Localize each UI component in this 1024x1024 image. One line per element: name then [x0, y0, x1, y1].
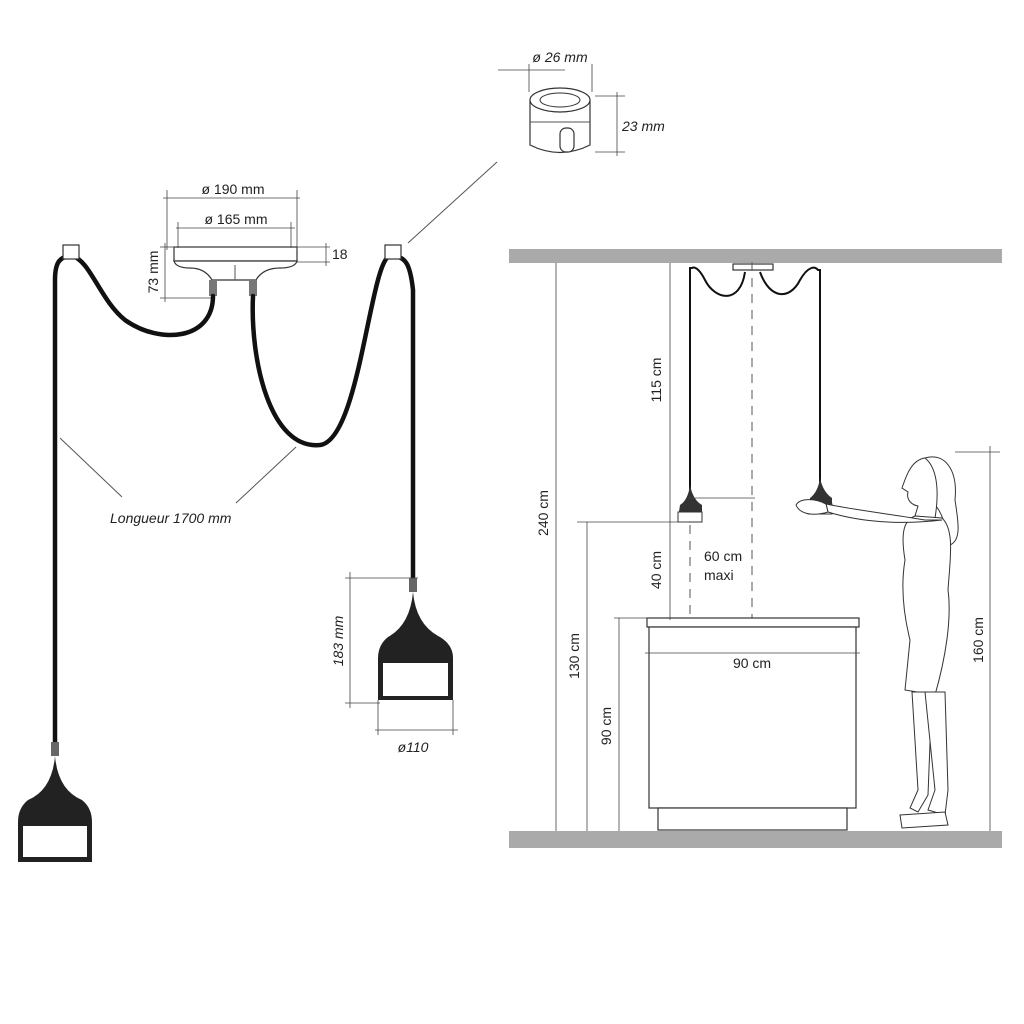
scene-canopy-cables [677, 263, 833, 523]
canopy-dimensions [160, 190, 330, 302]
spacing-label: 60 cm [704, 548, 742, 564]
lamp-height-label: 130 cm [566, 633, 582, 679]
cable-clip [529, 87, 591, 154]
shade-height-label: 183 mm [330, 615, 346, 666]
canopy-height-label: 73 mm [145, 251, 161, 294]
ceiling [509, 249, 1002, 263]
floor [509, 831, 1002, 848]
ceiling-height-label: 240 cm [535, 490, 551, 536]
pendant-shade-right [378, 578, 453, 700]
cables [52, 244, 416, 748]
canopy-outer-diameter-label: ø 190 mm [201, 181, 264, 197]
lamp-above-counter-label: 40 cm [648, 551, 664, 589]
canopy [173, 246, 298, 296]
clip-dimensions [498, 64, 625, 156]
cable-length-label: Longueur 1700 mm [110, 510, 232, 526]
spacing-maxi-label: maxi [704, 567, 734, 583]
pendant-shade-left [18, 742, 92, 862]
person-figure [795, 456, 959, 829]
canopy-base-height-label: 18 [332, 246, 348, 262]
shade-diameter-label: ø110 [398, 739, 429, 755]
cable-drop-label: 115 cm [648, 358, 664, 403]
counter-width-label: 90 cm [733, 655, 771, 671]
canopy-inner-diameter-label: ø 165 mm [204, 211, 267, 227]
scene-dimension-lines [555, 263, 1000, 831]
kitchen-island [646, 617, 860, 831]
clip-height-label: 23 mm [621, 118, 665, 134]
counter-height-label: 90 cm [598, 707, 614, 745]
leader-lines [59, 161, 498, 504]
clip-diameter-label: ø 26 mm [532, 49, 588, 65]
shade-dimensions [345, 572, 458, 735]
person-height-label: 160 cm [970, 617, 986, 663]
